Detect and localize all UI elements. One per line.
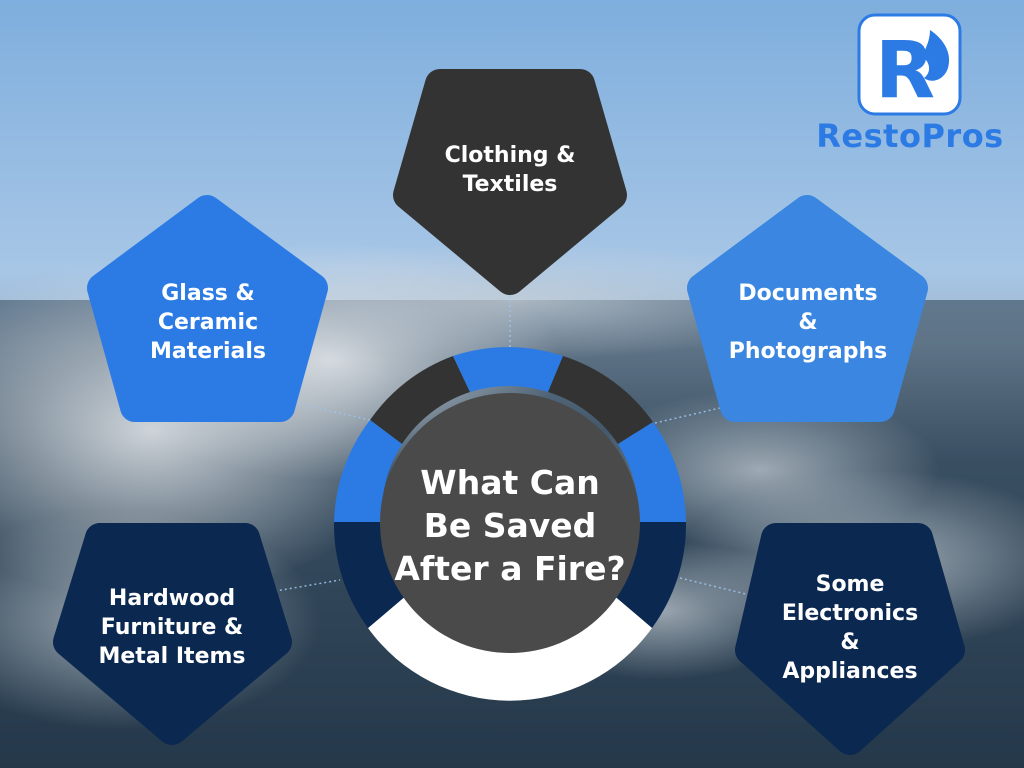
- brand-name: RestoPros: [816, 117, 1004, 155]
- node-documents-line-1: Documents: [738, 280, 878, 306]
- center-title-line-2: Be Saved: [423, 505, 597, 545]
- node-electronics-line-2: Electronics: [781, 600, 919, 626]
- center-ring: [333, 347, 687, 701]
- node-glass: Glass & Ceramic Materials: [108, 272, 308, 372]
- node-hardwood-line-1: Hardwood: [108, 586, 236, 611]
- connector-glass: [294, 402, 371, 421]
- connector-documents: [654, 407, 721, 424]
- center-circle: [380, 393, 640, 653]
- ring-segment-left-navy: [333, 522, 408, 628]
- flame-icon: [922, 30, 950, 81]
- node-clothing-line-2: Textiles: [462, 172, 558, 197]
- ring-segment-left-blue: [334, 420, 402, 522]
- node-glass-shape: [87, 195, 328, 422]
- node-glass-line-2: Ceramic: [157, 309, 259, 335]
- node-electronics-line-1: Some: [815, 571, 885, 597]
- node-electronics-line-4: Appliances: [782, 658, 918, 684]
- node-hardwood-line-2: Furniture &: [100, 615, 244, 640]
- node-electronics-shape: [735, 523, 965, 755]
- ring-segment-top-left-dark: [370, 356, 470, 444]
- node-documents-shape: [687, 195, 928, 422]
- ring-segment-top-right-dark: [548, 356, 653, 444]
- ring-segment-right-blue: [618, 422, 686, 522]
- node-hardwood-line-3: Metal Items: [98, 644, 246, 669]
- node-electronics-line-3: &: [840, 629, 860, 655]
- node-documents-line-3: Photographs: [728, 338, 888, 364]
- pentagon-nodes: [53, 69, 965, 755]
- ring-segment-right-navy: [612, 522, 687, 628]
- center-title: What Can Be Saved After a Fire?: [375, 455, 645, 595]
- node-clothing: Clothing & Textiles: [410, 125, 610, 215]
- node-electronics: Some Electronics & Appliances: [750, 565, 950, 690]
- node-documents-line-2: &: [798, 309, 818, 335]
- node-hardwood-shape: [53, 523, 292, 745]
- logo-letter-r: R: [875, 26, 935, 116]
- connector-electronics: [679, 577, 751, 596]
- node-clothing-line-1: Clothing &: [444, 143, 576, 168]
- node-hardwood: Hardwood Furniture & Metal Items: [72, 580, 272, 675]
- node-glass-line-3: Materials: [149, 338, 267, 364]
- connector-hardwood: [269, 579, 341, 593]
- center-title-line-3: After a Fire?: [394, 548, 626, 588]
- node-documents: Documents & Photographs: [708, 262, 908, 382]
- ring-segment-top-blue: [453, 347, 563, 392]
- brand-logo: R: [857, 13, 962, 116]
- node-glass-line-1: Glass &: [161, 280, 255, 306]
- connectors: [269, 290, 751, 596]
- node-clothing-shape: [393, 69, 627, 295]
- center-title-line-1: What Can: [420, 462, 600, 502]
